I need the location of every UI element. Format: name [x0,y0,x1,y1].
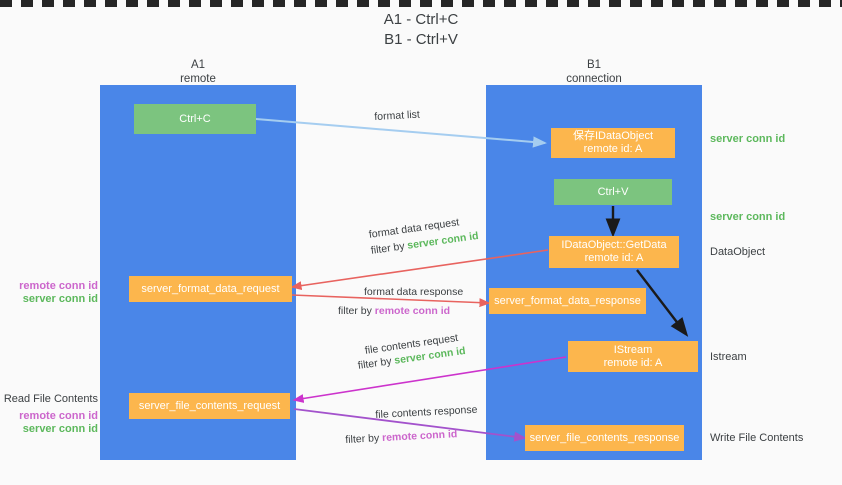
node-istream-line2: remote id: A [603,356,663,369]
node-server-file-contents-response[interactable]: server_file_contents_response [525,425,684,451]
right-label-write-file-contents: Write File Contents [710,432,804,444]
column-header-a1: A1 remote [118,58,278,86]
node-save-idataobject-line2: remote id: A [583,143,643,155]
arrow-getdata-to-istream [636,269,689,337]
left-label-server-conn-id-2: server conn id [22,423,98,435]
column-b1-name: B1 [586,59,602,71]
column-a1-name: A1 [190,59,206,71]
edge-label-format-data-response: format data response [364,286,464,298]
arrow-format-data-response [291,294,491,308]
arrow-file-contents-request [292,356,567,403]
node-ctrl-c-label: Ctrl+C [179,112,211,125]
filter-value-remote-conn-id: remote conn id [374,305,451,317]
node-server-format-data-response-label: server_format_data_response [494,294,641,307]
column-a1-role: remote [180,73,216,85]
column-header-b1: B1 connection [514,58,674,86]
node-istream-line1: IStream [613,343,653,356]
left-label-read-file-contents: Read File Contents [3,393,98,405]
node-server-file-contents-request-label: server_file_contents_request [138,399,281,412]
title-line-2: B1 - Ctrl+V [384,31,458,48]
node-server-file-contents-response-label: server_file_contents_response [529,431,680,444]
node-idataobject-getdata-line2: remote id: A [584,252,644,264]
node-idataobject-getdata-line1: IDataObject::GetData [561,239,667,251]
filter-prefix: filter by [338,305,375,317]
node-ctrl-v[interactable]: Ctrl+V [554,179,672,205]
node-ctrl-c[interactable]: Ctrl+C [134,104,256,134]
node-server-format-data-request-label: server_format_data_request [141,282,280,295]
arrow-file-contents-response [293,408,527,442]
node-ctrl-v-label: Ctrl+V [597,185,629,198]
diagram-title: A1 - Ctrl+C B1 - Ctrl+V [0,10,842,50]
edge-label-format-data-response-filter: filter by remote conn id [338,304,450,318]
right-label-server-conn-id-second: server conn id [710,211,786,223]
column-b1-role: connection [566,73,622,85]
left-label-remote-conn-id-2: remote conn id [19,410,98,422]
right-label-dataobject: DataObject [710,246,766,258]
left-label-remote-conn-id-1: remote conn id [19,280,98,292]
edge-label-format-list: format list [374,108,421,123]
phase-divider [0,0,842,7]
right-label-server-conn-id-top: server conn id [710,133,786,145]
arrow-format-list [255,118,547,148]
left-label-server-conn-id-1: server conn id [22,293,98,305]
node-save-idataobject-line1: 保存IDataObject [572,130,654,142]
right-label-istream: Istream [710,351,747,363]
title-line-1: A1 - Ctrl+C [383,11,459,28]
filter-prefix: filter by [345,432,383,446]
node-server-format-data-request[interactable]: server_format_data_request [129,276,292,302]
arrow-format-data-request [290,249,549,291]
filter-value-remote-conn-id: remote conn id [381,428,458,445]
node-server-format-data-response[interactable]: server_format_data_response [489,288,646,314]
node-server-file-contents-request[interactable]: server_file_contents_request [129,393,290,419]
